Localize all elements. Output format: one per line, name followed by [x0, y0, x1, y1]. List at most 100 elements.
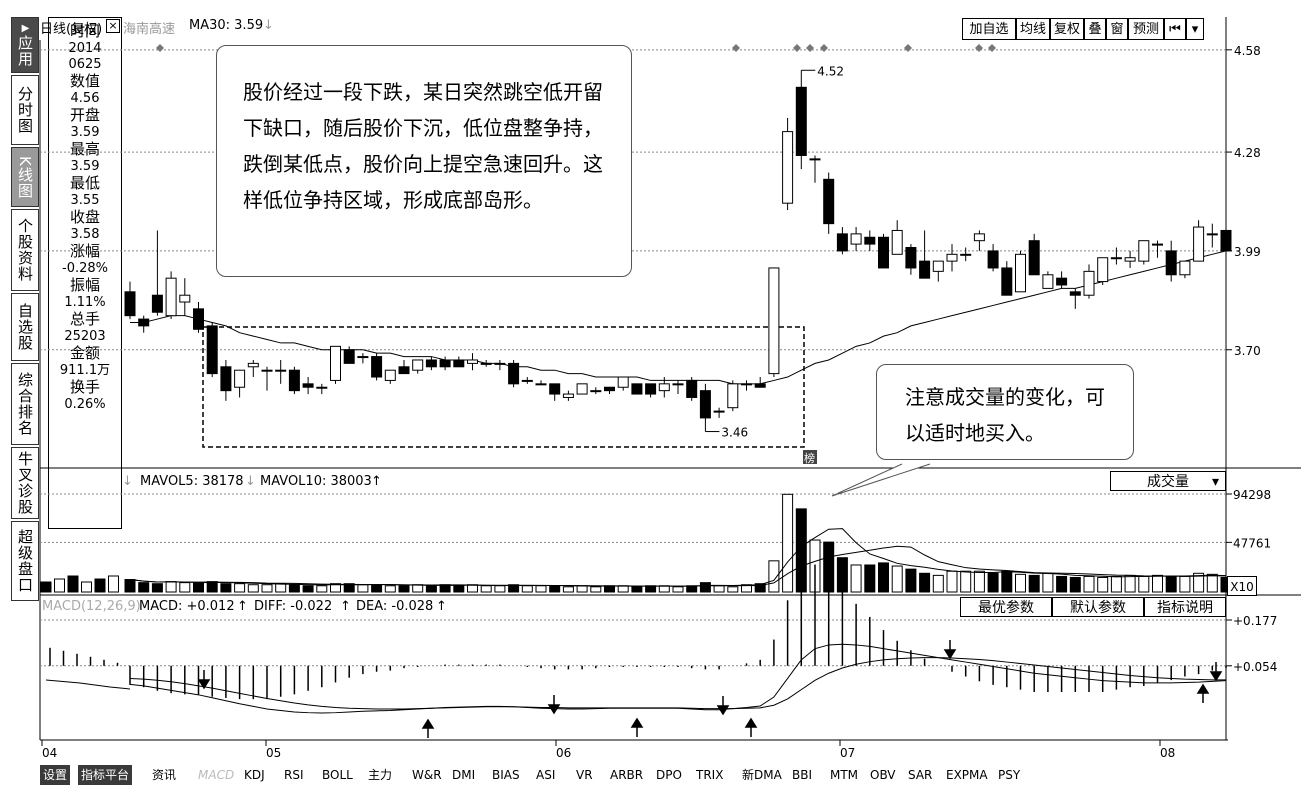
candle[interactable]	[1097, 257, 1109, 285]
candle[interactable]	[590, 387, 602, 395]
candle[interactable]	[1138, 240, 1150, 265]
candle[interactable]	[699, 383, 711, 432]
candle[interactable]	[850, 227, 862, 251]
tab-22[interactable]: PSY	[998, 768, 1021, 782]
tab-12[interactable]: VR	[576, 768, 593, 782]
nav-button-7[interactable]: 超级盘口	[11, 521, 39, 601]
tab-13[interactable]: ARBR	[610, 768, 644, 782]
candle[interactable]	[1220, 227, 1232, 255]
nav-button-4[interactable]: 自选股	[11, 293, 39, 361]
candle[interactable]	[467, 353, 478, 371]
candle[interactable]	[741, 380, 752, 391]
tab-21[interactable]: EXPMA	[946, 768, 988, 782]
candle[interactable]	[1179, 260, 1191, 279]
tab-11[interactable]: ASI	[536, 768, 556, 782]
event-marker-icon[interactable]	[732, 44, 740, 52]
buy-arrow-icon[interactable]	[421, 718, 435, 738]
candle[interactable]	[960, 247, 972, 262]
candle[interactable]	[247, 359, 259, 378]
close-icon[interactable]: ×	[106, 19, 120, 33]
rank-badge[interactable]	[803, 450, 817, 464]
tab-8[interactable]: W&R	[412, 768, 442, 782]
event-marker-icon[interactable]	[820, 44, 828, 52]
candle[interactable]	[521, 377, 533, 384]
event-marker-icon[interactable]	[975, 44, 983, 52]
candle[interactable]	[1165, 240, 1177, 282]
candle[interactable]	[576, 383, 588, 395]
indicator-help-button[interactable]: 指标说明	[1144, 597, 1226, 617]
candle[interactable]	[878, 233, 889, 269]
candle[interactable]	[768, 267, 780, 378]
candle[interactable]	[631, 383, 643, 395]
candle[interactable]	[343, 346, 355, 364]
toolbar-button-5[interactable]: 预测	[1128, 18, 1164, 40]
candle[interactable]	[357, 353, 369, 364]
candle[interactable]	[919, 230, 931, 279]
tab-2[interactable]: 资讯	[152, 768, 177, 782]
tab-3[interactable]: MACD	[198, 768, 235, 782]
candle[interactable]	[1015, 250, 1026, 293]
candle[interactable]	[1152, 240, 1163, 258]
candle[interactable]	[604, 386, 615, 395]
tab-20[interactable]: SAR	[908, 768, 933, 782]
toolbar-button-6[interactable]: ⏮	[1164, 18, 1186, 40]
toolbar-button-3[interactable]: 叠	[1084, 18, 1106, 40]
candle[interactable]	[179, 278, 191, 316]
sell-arrow-icon[interactable]	[197, 670, 211, 690]
sell-arrow-icon[interactable]	[1209, 662, 1223, 682]
candle[interactable]	[425, 356, 437, 371]
tab-15[interactable]: TRIX	[696, 768, 724, 782]
nav-button-1[interactable]: 分时图	[11, 75, 39, 145]
candle[interactable]	[302, 377, 314, 395]
candle[interactable]	[973, 230, 985, 251]
candle[interactable]	[151, 230, 163, 316]
candle[interactable]	[713, 407, 725, 418]
tab-7[interactable]: 主力	[368, 768, 393, 782]
optimal-params-button[interactable]: 最优参数	[960, 597, 1052, 617]
candle[interactable]	[261, 366, 273, 391]
candle[interactable]	[672, 380, 684, 395]
tab-17[interactable]: BBI	[792, 768, 813, 782]
toolbar-button-0[interactable]: 加自选	[962, 18, 1016, 40]
buy-arrow-icon[interactable]	[1196, 683, 1210, 703]
sell-arrow-icon[interactable]	[547, 695, 561, 715]
candle[interactable]	[864, 230, 876, 251]
candle[interactable]	[384, 369, 396, 384]
candle[interactable]	[480, 359, 492, 367]
candle[interactable]	[617, 376, 629, 391]
candle[interactable]	[1206, 223, 1218, 248]
candle[interactable]	[1042, 271, 1054, 289]
candle[interactable]	[754, 377, 766, 388]
tab-1[interactable]: 指标平台	[78, 765, 133, 785]
candle[interactable]	[727, 380, 739, 412]
nav-button-0[interactable]: ▶应用	[11, 17, 39, 73]
nav-button-2[interactable]: K线图	[11, 147, 39, 207]
candle[interactable]	[1028, 233, 1040, 276]
buy-arrow-icon[interactable]	[744, 717, 758, 737]
candle[interactable]	[494, 359, 506, 371]
candle[interactable]	[562, 390, 574, 401]
candle[interactable]	[836, 227, 848, 255]
event-marker-icon[interactable]	[156, 44, 164, 52]
candle[interactable]	[658, 377, 670, 398]
candle[interactable]	[412, 359, 424, 374]
candle[interactable]	[1056, 271, 1068, 289]
tab-19[interactable]: OBV	[870, 768, 896, 782]
candle[interactable]	[891, 220, 903, 255]
candle[interactable]	[439, 356, 451, 371]
candle[interactable]	[905, 244, 917, 275]
tab-5[interactable]: RSI	[284, 768, 304, 782]
candle[interactable]	[124, 281, 136, 320]
candle[interactable]	[1110, 247, 1122, 265]
candle[interactable]	[138, 315, 150, 333]
nav-button-3[interactable]: 个股资料	[11, 209, 39, 291]
candle[interactable]	[1124, 250, 1136, 268]
event-marker-icon[interactable]	[806, 44, 814, 52]
tab-18[interactable]: MTM	[830, 768, 859, 782]
candle[interactable]	[1001, 261, 1013, 296]
period-title[interactable]: 日线(复权)	[40, 22, 103, 37]
tab-6[interactable]: BOLL	[322, 768, 353, 782]
event-marker-icon[interactable]	[904, 44, 912, 52]
tab-16[interactable]: 新DMA	[742, 768, 782, 782]
candle[interactable]	[1083, 264, 1095, 299]
